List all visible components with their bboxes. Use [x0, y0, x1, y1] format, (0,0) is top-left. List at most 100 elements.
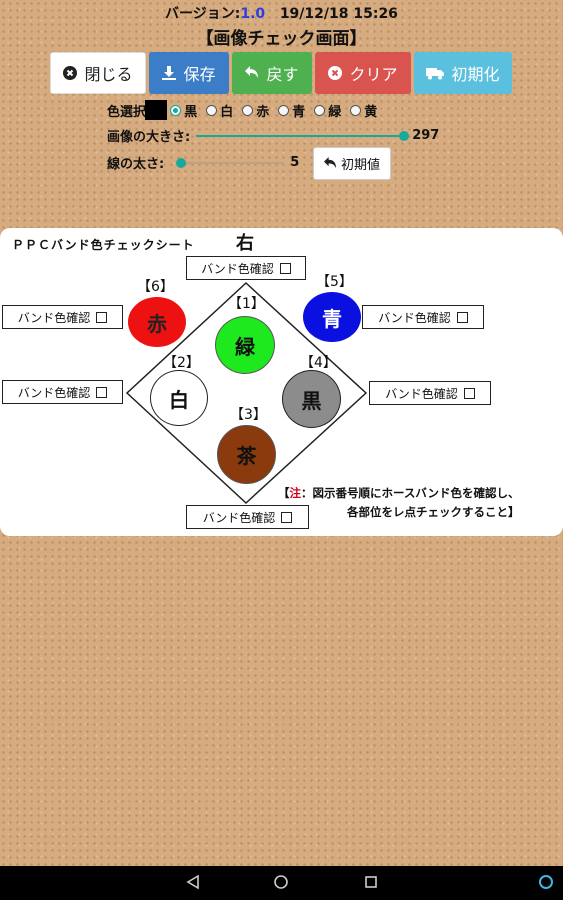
check-box-6[interactable]: バンド色確認 [2, 305, 123, 329]
image-size-slider-thumb[interactable] [399, 130, 410, 141]
position-number-6: 【6】 [137, 279, 174, 295]
radio-dot[interactable] [314, 104, 326, 116]
clear-button[interactable]: クリア [315, 52, 411, 94]
color-radio-group: 黒白赤青緑黄 [170, 101, 386, 120]
check-box-2-label: バンド色確認 [17, 385, 91, 400]
clear-button-label: クリア [349, 65, 398, 84]
checkbox-square-icon[interactable] [96, 386, 108, 398]
checkbox-square-icon[interactable] [456, 311, 468, 323]
check-box-5[interactable]: バンド色確認 [362, 305, 484, 329]
reset-default-button[interactable]: 初期値 [313, 147, 391, 180]
back-triangle-icon[interactable] [186, 874, 200, 890]
page-title: 【画像チェック画面】 [196, 29, 367, 49]
color-radio-4[interactable]: 緑 [314, 101, 341, 120]
color-radio-label: 緑 [328, 104, 342, 120]
datetime: 19/12/18 15:26 [279, 6, 398, 22]
instruction-note: 【注：図示番号順にホースバンド色を確認し、 各部位をレ点チェックすること】 [278, 484, 520, 522]
checkbox-square-icon[interactable] [279, 262, 291, 274]
position-number-3: 【3】 [230, 407, 267, 423]
check-box-1-label: バンド色確認 [201, 261, 274, 276]
band-circle-6-label: 赤 [147, 311, 167, 336]
band-circle-1[interactable]: 緑 [215, 316, 275, 374]
initialize-button[interactable]: 初期化 [414, 52, 512, 94]
version-number: 1.0 [240, 6, 266, 22]
note-line-1: ：図示番号順にホースバンド色を確認し、 [301, 486, 520, 500]
radio-dot[interactable] [278, 104, 290, 116]
system-nav-bar [0, 866, 563, 900]
position-number-5: 【5】 [316, 274, 353, 290]
version-line: バージョン:1.0 19/12/18 15:26 [0, 3, 563, 23]
color-radio-5[interactable]: 黄 [350, 101, 377, 120]
undo-arrow-icon [323, 157, 337, 169]
assistant-icon[interactable] [538, 874, 554, 890]
undo-arrow-icon [245, 66, 259, 78]
check-box-2[interactable]: バンド色確認 [2, 380, 123, 404]
color-radio-1[interactable]: 白 [206, 101, 233, 120]
band-circle-2[interactable]: 白 [150, 370, 208, 426]
toolbar: 閉じる 保存 戻す クリア 初期化 [50, 52, 512, 94]
band-circle-1-label: 緑 [235, 334, 255, 359]
undo-button-label: 戻す [266, 65, 299, 84]
home-circle-icon[interactable] [273, 874, 289, 890]
color-radio-2[interactable]: 赤 [242, 101, 269, 120]
radio-dot[interactable] [170, 104, 182, 116]
band-circle-4[interactable]: 黒 [282, 370, 341, 428]
version-label: バージョン: [165, 6, 241, 22]
check-sheet-title: ＰＰＣバンド色チェックシート [12, 238, 195, 252]
save-button[interactable]: 保存 [149, 52, 229, 94]
color-radio-3[interactable]: 青 [278, 101, 305, 120]
band-circle-5[interactable]: 青 [303, 292, 361, 342]
selected-color-swatch [145, 100, 168, 120]
undo-button[interactable]: 戻す [232, 52, 312, 94]
band-circle-4-label: 黒 [301, 388, 322, 413]
position-number-2: 【2】 [163, 355, 200, 371]
color-radio-label: 白 [220, 104, 234, 120]
radio-dot[interactable] [242, 104, 254, 116]
image-size-value: 297 [412, 128, 440, 143]
image-size-label: 画像の大きさ: [107, 130, 191, 145]
side-label: 右 [236, 233, 254, 254]
check-box-4-label: バンド色確認 [385, 386, 458, 401]
color-radio-label: 黄 [364, 104, 378, 120]
color-radio-label: 黒 [184, 104, 198, 120]
color-radio-label: 青 [292, 104, 306, 120]
check-box-1[interactable]: バンド色確認 [186, 256, 306, 280]
clear-circle-icon [328, 66, 343, 80]
radio-dot[interactable] [350, 104, 362, 116]
line-width-row: 線の太さ: 5 [107, 153, 299, 172]
color-radio-label: 赤 [256, 104, 270, 120]
close-button-label: 閉じる [84, 65, 133, 84]
image-size-slider[interactable] [196, 130, 410, 141]
checkbox-square-icon[interactable] [96, 311, 108, 323]
checkbox-square-icon[interactable] [463, 387, 475, 399]
download-icon [162, 66, 177, 80]
band-circle-3-label: 茶 [236, 444, 257, 468]
reset-default-label: 初期値 [340, 158, 380, 173]
color-radio-0[interactable]: 黒 [170, 101, 197, 120]
image-size-row: 画像の大きさ: 297 [107, 126, 439, 145]
line-width-slider[interactable] [176, 157, 285, 168]
radio-dot[interactable] [206, 104, 218, 116]
band-circle-5-label: 青 [322, 306, 342, 331]
position-number-4: 【4】 [300, 355, 337, 371]
check-box-3[interactable]: バンド色確認 [186, 505, 309, 529]
line-width-slider-thumb[interactable] [176, 157, 187, 168]
check-box-5-label: バンド色確認 [378, 310, 451, 325]
color-select-row: 色選択: 黒白赤青緑黄 [107, 100, 386, 120]
check-box-3-label: バンド色確認 [202, 510, 276, 525]
note-prefix: 【 [278, 486, 290, 500]
line-width-label: 線の太さ: [107, 157, 165, 172]
band-circle-3[interactable]: 茶 [217, 425, 276, 484]
band-circle-2-label: 白 [169, 387, 189, 412]
position-number-1: 【1】 [228, 296, 265, 312]
close-circle-icon [63, 66, 78, 80]
band-circle-6[interactable]: 赤 [128, 297, 186, 347]
check-box-6-label: バンド色確認 [17, 310, 91, 325]
save-button-label: 保存 [183, 65, 216, 84]
checkbox-square-icon[interactable] [281, 511, 293, 523]
recents-square-icon[interactable] [364, 874, 378, 890]
line-width-value: 5 [290, 155, 300, 170]
close-button[interactable]: 閉じる [50, 52, 146, 94]
check-box-4[interactable]: バンド色確認 [369, 381, 491, 405]
